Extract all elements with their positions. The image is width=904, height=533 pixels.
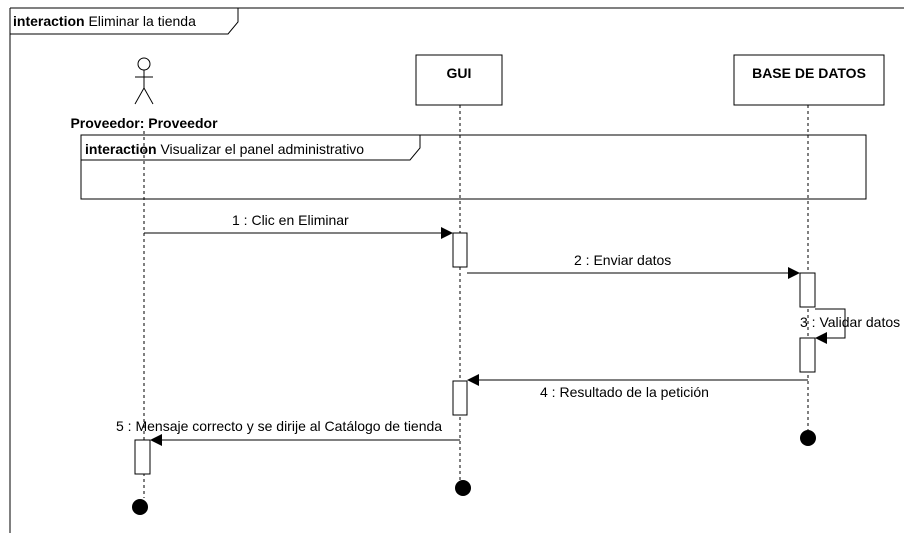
outer-frame-tab — [10, 7, 239, 35]
gui-lifeline-box — [415, 54, 503, 106]
gui-activation-2 — [452, 380, 468, 416]
message-3-arrow — [815, 308, 846, 344]
db-lifeline-box — [733, 54, 885, 106]
db-activation-2 — [799, 337, 816, 373]
gui-end-marker — [455, 480, 471, 496]
message-4-label: 4 : Resultado de la petición — [540, 384, 709, 400]
actor-head — [137, 57, 151, 71]
db-activation-1 — [799, 272, 816, 308]
gui-lifeline-label: GUI — [446, 65, 472, 81]
message-2-label: 2 : Enviar datos — [574, 252, 672, 268]
gui-activation-1 — [452, 232, 468, 268]
message-1-label: 1 : Clic en Eliminar — [232, 212, 349, 228]
inner-frame-keyword: interaction — [85, 141, 157, 157]
actor-activation — [134, 439, 151, 475]
inner-frame-label: interaction Visualizar el panel administ… — [85, 142, 364, 156]
inner-frame-title: Visualizar el panel administrativo — [160, 141, 365, 157]
actor-label: Proveedor: Proveedor — [70, 115, 218, 131]
inner-frame — [80, 134, 867, 200]
actor-stick-figure — [134, 57, 154, 105]
actor-end-marker — [132, 499, 148, 515]
message-3-label: 3 : Validar datos — [800, 314, 901, 330]
db-lifeline-label: BASE DE DATOS — [752, 65, 866, 81]
outer-frame-title: Eliminar la tienda — [88, 13, 196, 29]
inner-frame-tab — [81, 134, 421, 161]
outer-frame-label: interaction Eliminar la tienda — [13, 14, 196, 28]
outer-frame-keyword: interaction — [13, 13, 85, 29]
db-end-marker — [800, 430, 816, 446]
message-5-label: 5 : Mensaje correcto y se dirije al Catá… — [116, 418, 443, 434]
